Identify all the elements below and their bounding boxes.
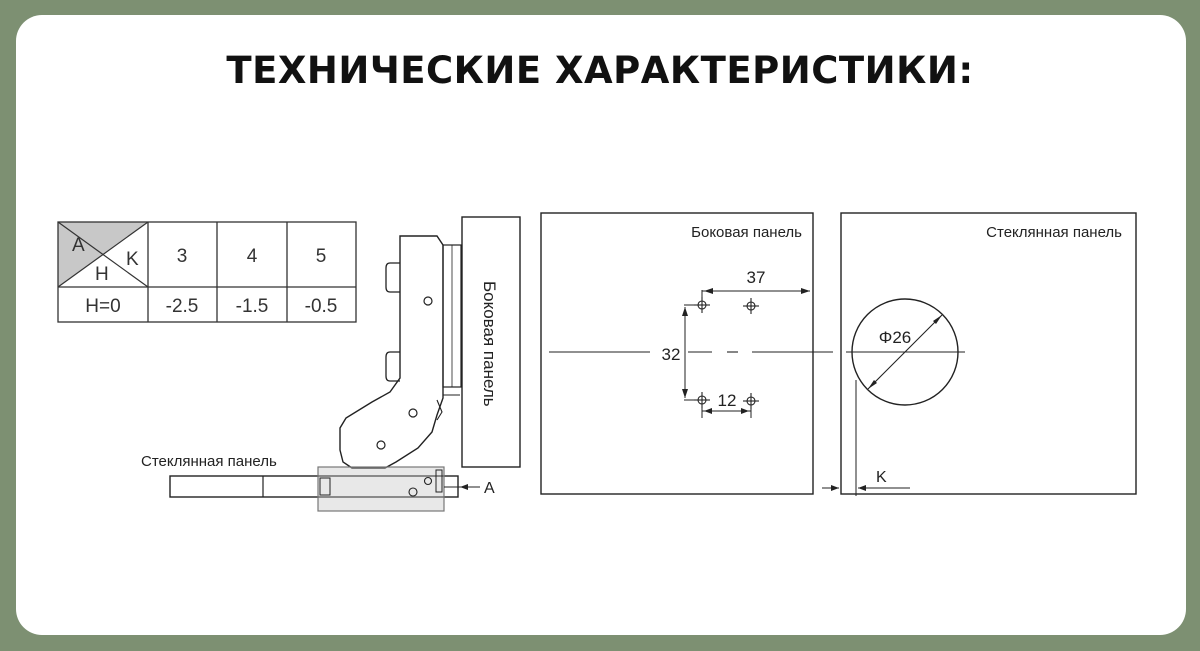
dimension-a-label: A xyxy=(484,480,495,497)
table-header-cell: 5 xyxy=(316,246,327,267)
adjustment-table: A K H 3 4 5 H=0 -2.5 -1.5 -0.5 xyxy=(57,221,357,323)
side-panel-view-label: Боковая панель xyxy=(691,224,802,241)
table-corner-k: K xyxy=(126,249,139,270)
hinge-arm xyxy=(339,235,444,469)
content-card xyxy=(16,15,1186,635)
drill-holes xyxy=(694,297,759,409)
dimension-12-label: 12 xyxy=(718,391,737,410)
hinge-drawing: Боковая панель Стеклянная панель A xyxy=(141,216,521,512)
glass-panel-frame xyxy=(840,212,1137,495)
side-panel-vertical-label: Боковая панель xyxy=(480,281,499,407)
table-corner-h: H xyxy=(95,264,109,285)
side-panel-view: Боковая панель 37 32 12 xyxy=(540,212,833,495)
table-header-cell: 3 xyxy=(177,246,188,267)
table-header-cell: 4 xyxy=(247,246,258,267)
hinge-knob-bottom xyxy=(385,351,400,382)
dimension-37-label: 37 xyxy=(747,268,766,287)
glass-panel-label: Стеклянная панель xyxy=(141,453,277,470)
glass-clamp xyxy=(317,466,445,512)
glass-panel-view: Стеклянная панель Φ26 K xyxy=(822,212,1137,496)
table-value-cell: -1.5 xyxy=(236,296,269,317)
cup-hole-circle xyxy=(851,298,959,406)
table-corner-a: A xyxy=(72,235,85,256)
page-title: ТЕХНИЧЕСКИЕ ХАРАКТЕРИСТИКИ: xyxy=(226,49,974,92)
table-value-cell: -2.5 xyxy=(166,296,199,317)
diameter-label: Φ26 xyxy=(879,328,911,347)
glass-panel-view-label: Стеклянная панель xyxy=(986,224,1122,241)
side-panel-frame xyxy=(540,212,814,495)
dimension-k-label: K xyxy=(876,469,887,486)
hinge-knob-top xyxy=(385,262,400,293)
dimension-32-label: 32 xyxy=(662,345,681,364)
table-row-label: H=0 xyxy=(85,296,120,317)
side-panel-rect xyxy=(461,216,521,468)
table-value-cell: -0.5 xyxy=(305,296,338,317)
